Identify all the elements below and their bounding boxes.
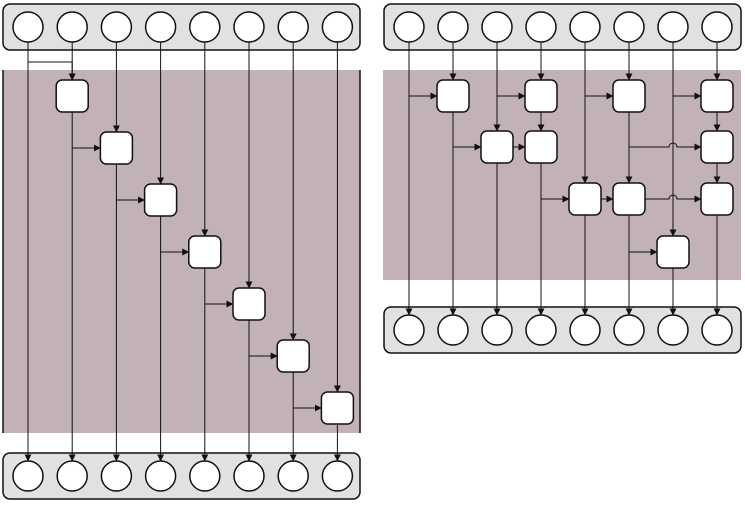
serial-output-node [321, 460, 354, 492]
serial-input-node [277, 11, 309, 43]
serial-input-rail [2, 3, 361, 51]
serial-input-node [100, 11, 133, 43]
parallel-output-node [569, 314, 601, 346]
parallel-op-box [480, 130, 514, 164]
serial-output-node [12, 460, 44, 492]
serial-op-box [320, 391, 355, 425]
serial-link-0-1 [28, 61, 76, 81]
serial-op-box [232, 287, 266, 321]
parallel-input-node [613, 11, 645, 43]
parallel-output-node [393, 314, 425, 346]
parallel-op-box [524, 79, 558, 113]
parallel-input-node [437, 11, 469, 43]
serial-op-box [99, 131, 134, 165]
serial-input-node [189, 11, 221, 43]
parallel-output-node [701, 314, 733, 346]
parallel-op-box [612, 182, 646, 216]
parallel-op-box [700, 182, 734, 216]
parallel-op-box [656, 235, 690, 269]
parallel-output-node [437, 314, 469, 346]
serial-scan-diagram [2, 3, 361, 500]
parallel-link-5-7 [629, 142, 702, 151]
parallel-op-box [612, 79, 646, 113]
parallel-input-node [657, 11, 689, 43]
parallel-op-box [568, 182, 602, 216]
serial-input-node [321, 11, 354, 43]
serial-output-rail [2, 452, 361, 500]
serial-op-box [276, 339, 310, 373]
parallel-op-box [436, 79, 470, 113]
parallel-scan-diagram [383, 3, 742, 354]
parallel-input-node [393, 11, 425, 43]
parallel-input-node [481, 11, 513, 43]
parallel-output-node [613, 314, 645, 346]
serial-input-node [12, 11, 44, 43]
serial-op-box [55, 79, 89, 113]
parallel-link-3-7 [541, 194, 702, 203]
serial-output-node [100, 460, 133, 492]
serial-op-box [188, 235, 222, 269]
serial-op-box [143, 183, 178, 217]
parallel-input-node [701, 11, 733, 43]
parallel-input-rail [383, 3, 742, 51]
serial-input-node [56, 11, 88, 43]
serial-output-node [277, 460, 309, 492]
serial-input-node [144, 11, 177, 43]
serial-output-node [189, 460, 221, 492]
parallel-op-box [524, 130, 558, 164]
parallel-input-node [525, 11, 557, 43]
parallel-input-node [569, 11, 601, 43]
serial-output-node [56, 460, 88, 492]
serial-input-node [233, 11, 265, 43]
parallel-op-box [700, 79, 734, 113]
serial-output-node [233, 460, 265, 492]
parallel-output-node [481, 314, 513, 346]
parallel-output-node [657, 314, 689, 346]
parallel-output-rail [383, 306, 742, 354]
parallel-output-node [525, 314, 557, 346]
parallel-op-box [700, 130, 734, 164]
serial-output-node [144, 460, 177, 492]
